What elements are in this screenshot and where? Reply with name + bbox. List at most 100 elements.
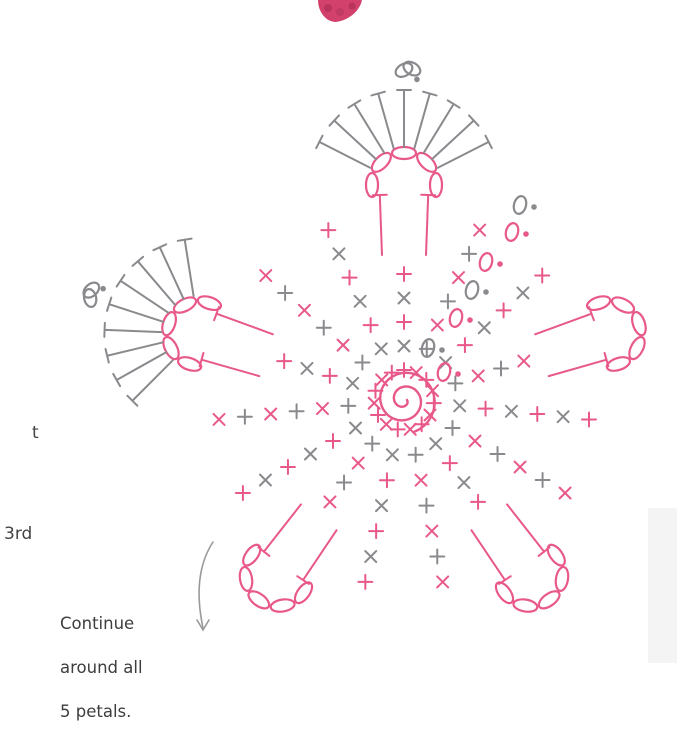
sc-stitch [387, 449, 398, 460]
chain-stitch [585, 294, 612, 313]
chain-stitch [160, 310, 179, 337]
sc-stitch [426, 526, 437, 537]
slip-stitch-dot [414, 77, 420, 83]
petal-5 [81, 239, 273, 406]
sc-stitch [324, 496, 335, 507]
sc-stitch [506, 406, 517, 417]
sc-stitch [397, 315, 411, 329]
fan-stitch [113, 352, 166, 386]
sc-stitch [491, 447, 505, 461]
chain-stitch [513, 598, 539, 614]
sc-stitch [281, 460, 295, 474]
chain-stitch [270, 598, 296, 614]
clipped-text-t: t [32, 423, 39, 444]
hdc-stitch [200, 353, 260, 376]
sc-stitch [341, 399, 355, 413]
sc-stitch [458, 338, 472, 352]
sc-stitch [462, 247, 476, 261]
sc-stitch [376, 343, 387, 354]
sc-stitch [353, 458, 364, 469]
hdc-stitch [214, 307, 273, 334]
fan-stitch [424, 100, 460, 152]
sc-stitch [350, 423, 361, 434]
sc-stitch [238, 410, 252, 424]
hdc-stitch [471, 530, 510, 584]
sc-stitch [265, 409, 276, 420]
yarn-photo [318, 0, 362, 22]
chain-stitch [369, 150, 394, 175]
fan-stitch [329, 115, 376, 159]
sc-stitch [445, 421, 459, 435]
sc-stitch [530, 407, 544, 421]
sc-stitch [369, 398, 380, 409]
chain-stitch [610, 294, 637, 316]
chain-stitch [238, 566, 254, 592]
petal-1 [316, 59, 492, 255]
sc-stitch [471, 495, 485, 509]
chain-stitch [544, 542, 568, 568]
sc-stitch [494, 361, 508, 375]
sc-stitch [358, 575, 372, 589]
sc-stitch [535, 269, 549, 283]
continue-note-line-3: 5 petals. [60, 701, 180, 723]
sc-stitch [454, 400, 465, 411]
sc-stitch [278, 286, 292, 300]
sc-stitch [497, 303, 511, 317]
sc-stitch [397, 267, 411, 281]
sc-stitch [321, 223, 335, 237]
sc-stitch [515, 462, 526, 473]
sc-stitch [342, 271, 356, 285]
chain-stitch [605, 355, 632, 374]
sc-stitch [365, 437, 379, 451]
sc-stitch [305, 449, 316, 460]
sc-stitch [391, 422, 405, 436]
sc-stitch [558, 411, 569, 422]
fan-stitch [371, 92, 393, 149]
chain-stitch [366, 173, 378, 197]
sc-stitch [458, 477, 469, 488]
sc-stitch [277, 354, 291, 368]
chain-stitch [626, 335, 648, 362]
fan-stitch [438, 136, 492, 168]
chain-stitch [504, 222, 520, 242]
sc-stitch [326, 434, 340, 448]
slip-stitch-dot [439, 347, 445, 353]
chain-stitch [160, 335, 182, 362]
chain-stitch [292, 580, 316, 606]
continue-arrow-icon [197, 542, 213, 630]
sc-stitch [409, 448, 423, 462]
chain-stitch [512, 195, 528, 215]
fan-stitch [348, 100, 384, 152]
sc-stitch [369, 524, 383, 538]
sc-stitch [518, 356, 529, 367]
fan-stitch [414, 92, 436, 149]
fan-stitch [117, 275, 168, 312]
chain-stitch [536, 588, 562, 612]
sc-stitch [416, 475, 427, 486]
petal-4 [238, 504, 336, 613]
fan-stitch [397, 90, 411, 147]
sc-stitch [236, 486, 250, 500]
slip-stitch-dot [497, 261, 503, 267]
sc-stitch [355, 356, 369, 370]
slip-stitch-dot [523, 231, 529, 237]
sc-stitch [448, 376, 462, 390]
fan-stitch [127, 360, 172, 405]
hdc-stitch [507, 504, 550, 556]
crochet-chart [0, 0, 677, 663]
slip-stitch-dot [100, 286, 106, 292]
sc-stitch [430, 550, 444, 564]
chain-stitch [554, 566, 570, 592]
hdc-stitch [549, 353, 609, 376]
fan-stitch [104, 323, 161, 337]
sc-stitch [290, 404, 304, 418]
slip-stitch-dot [531, 204, 537, 210]
chain-stitch [414, 150, 439, 175]
chain-stitch [629, 310, 648, 337]
sc-stitch [337, 476, 351, 490]
sc-stitch [473, 370, 484, 381]
sc-stitch [430, 438, 441, 449]
sc-stitch [399, 293, 410, 304]
sc-stitch [380, 473, 394, 487]
chain-stitch [240, 542, 264, 568]
